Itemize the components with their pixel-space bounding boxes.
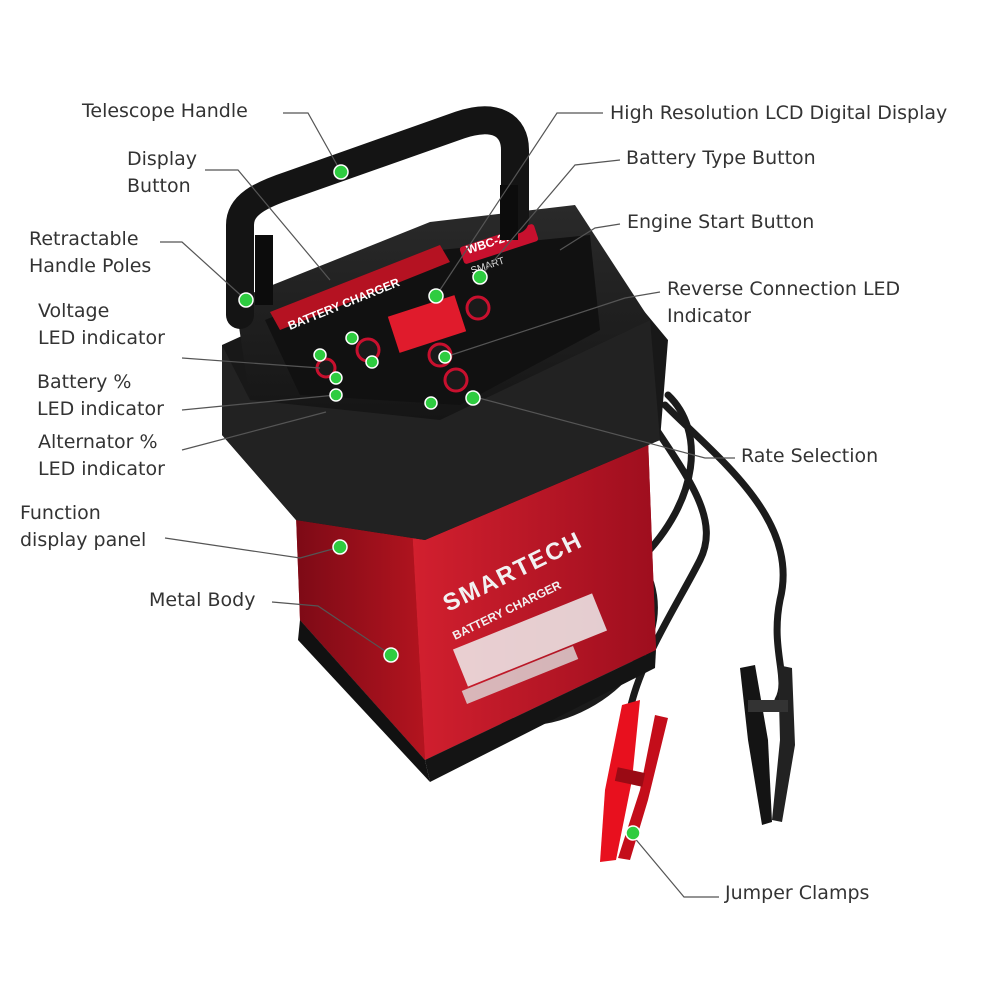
callout-metal-body: Metal Body bbox=[149, 589, 256, 611]
marker-telescope-handle bbox=[333, 164, 349, 180]
leader-function-panel bbox=[164, 537, 341, 559]
callout-rate-selection: Rate Selection bbox=[741, 445, 879, 467]
leader-battery-type bbox=[479, 159, 621, 278]
leader-jumper-clamps bbox=[632, 835, 719, 898]
marker-reverse-led bbox=[438, 350, 452, 364]
leader-telescope-handle bbox=[283, 112, 342, 173]
marker-metal-body bbox=[383, 647, 399, 663]
leader-display-button bbox=[205, 169, 331, 281]
callout-display-button: Display Button bbox=[127, 148, 198, 197]
marker-function-panel bbox=[332, 539, 348, 555]
callout-lcd-digital-display: High Resolution LCD Digital Display bbox=[610, 102, 948, 124]
marker-battery-type bbox=[472, 269, 488, 285]
marker-display-button bbox=[428, 288, 444, 304]
callout-engine-start-button: Engine Start Button bbox=[627, 211, 815, 233]
callout-reverse-connection-led: Reverse Connection LED Indicator bbox=[667, 278, 901, 327]
red-clamp bbox=[600, 700, 668, 862]
feature-markers bbox=[238, 164, 641, 841]
telescope-handle-shape bbox=[226, 106, 529, 329]
callout-battery-type-button: Battery Type Button bbox=[626, 147, 816, 169]
marker-voltage-led-2 bbox=[345, 331, 359, 345]
leader-lines bbox=[160, 112, 735, 898]
marker-battery-led-1 bbox=[329, 371, 343, 385]
callout-function-display-panel: Function display panel bbox=[20, 502, 147, 551]
black-clamp bbox=[740, 665, 795, 825]
body-label-panel bbox=[452, 593, 608, 704]
marker-battery-led-2 bbox=[365, 355, 379, 369]
leader-rate-selection bbox=[474, 396, 735, 459]
marker-warning-led bbox=[424, 396, 438, 410]
leader-lcd-display bbox=[435, 112, 603, 297]
leader-alternator-led bbox=[181, 411, 327, 451]
marker-alternator-led bbox=[329, 388, 343, 402]
callout-telescope-handle: Telescope Handle bbox=[82, 100, 248, 122]
marker-voltage-led-1 bbox=[313, 348, 327, 362]
callout-alternator-led-indicator: Alternator % LED indicator bbox=[38, 431, 165, 480]
lcd-screen bbox=[387, 295, 467, 353]
marker-retractable-poles bbox=[238, 292, 254, 308]
marker-jumper-clamps bbox=[625, 825, 641, 841]
leader-engine-start bbox=[559, 223, 621, 251]
callout-retractable-handle-poles: Retractable Handle Poles bbox=[29, 228, 152, 277]
leader-battery-led bbox=[181, 394, 337, 411]
callout-jumper-clamps: Jumper Clamps bbox=[725, 882, 870, 904]
leader-retractable-handle-poles bbox=[160, 241, 247, 301]
leader-metal-body bbox=[271, 601, 392, 656]
callout-voltage-led-indicator: Voltage LED indicator bbox=[38, 300, 165, 349]
callout-battery-led-indicator: Battery % LED indicator bbox=[37, 371, 164, 420]
marker-rate-selection bbox=[465, 390, 481, 406]
leader-voltage-led bbox=[181, 357, 321, 369]
leader-reverse-led bbox=[444, 291, 661, 358]
